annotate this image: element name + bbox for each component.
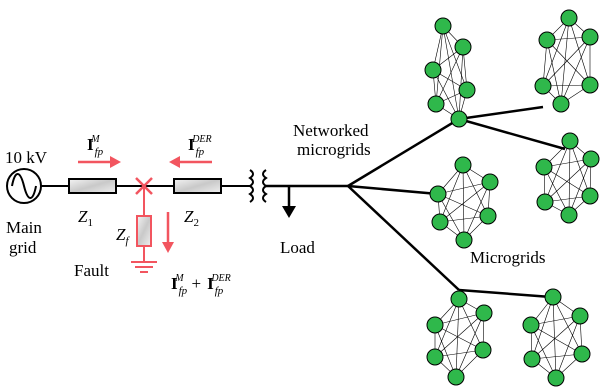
impedance-z1 bbox=[68, 178, 117, 194]
microgrids-label: Microgrids bbox=[470, 248, 546, 267]
der-current-arrow bbox=[169, 156, 212, 168]
zf-label: Zf bbox=[116, 225, 130, 247]
microgrid-cluster-1 bbox=[424, 17, 476, 128]
networked-label-line2: microgrids bbox=[297, 140, 371, 159]
networked-label-line1: Networked bbox=[293, 121, 369, 140]
microgrid-cluster-2 bbox=[534, 9, 599, 113]
z1-label: Z1 bbox=[78, 207, 93, 229]
microgrid-cluster-4 bbox=[535, 132, 600, 224]
load-label: Load bbox=[280, 238, 315, 257]
fault-current-arrow bbox=[162, 212, 174, 253]
microgrid-cluster-3 bbox=[429, 156, 499, 249]
load-arrow-icon bbox=[282, 186, 296, 218]
microgrid-cluster-5 bbox=[426, 290, 493, 386]
main-current-arrow bbox=[78, 156, 121, 168]
impedance-zf bbox=[136, 215, 152, 247]
main-grid-label-line2: grid bbox=[9, 238, 37, 257]
der-current-label: IfpDER bbox=[188, 134, 212, 158]
fault-branch bbox=[131, 177, 157, 273]
main-grid-label-line1: Main bbox=[6, 218, 42, 237]
main-current-label: IfpM bbox=[87, 134, 104, 158]
ac-source-icon bbox=[6, 168, 42, 204]
impedance-z2 bbox=[173, 178, 222, 194]
transformer-icon bbox=[247, 169, 268, 203]
z2-label: Z2 bbox=[184, 207, 199, 229]
source-voltage: 10 kV bbox=[5, 148, 48, 167]
fault-current-sum-label: IfpM+IfpDER bbox=[171, 273, 231, 297]
network-trunk-lines bbox=[347, 105, 566, 299]
fault-label: Fault bbox=[74, 261, 109, 280]
microgrid-cluster-6 bbox=[522, 288, 591, 387]
